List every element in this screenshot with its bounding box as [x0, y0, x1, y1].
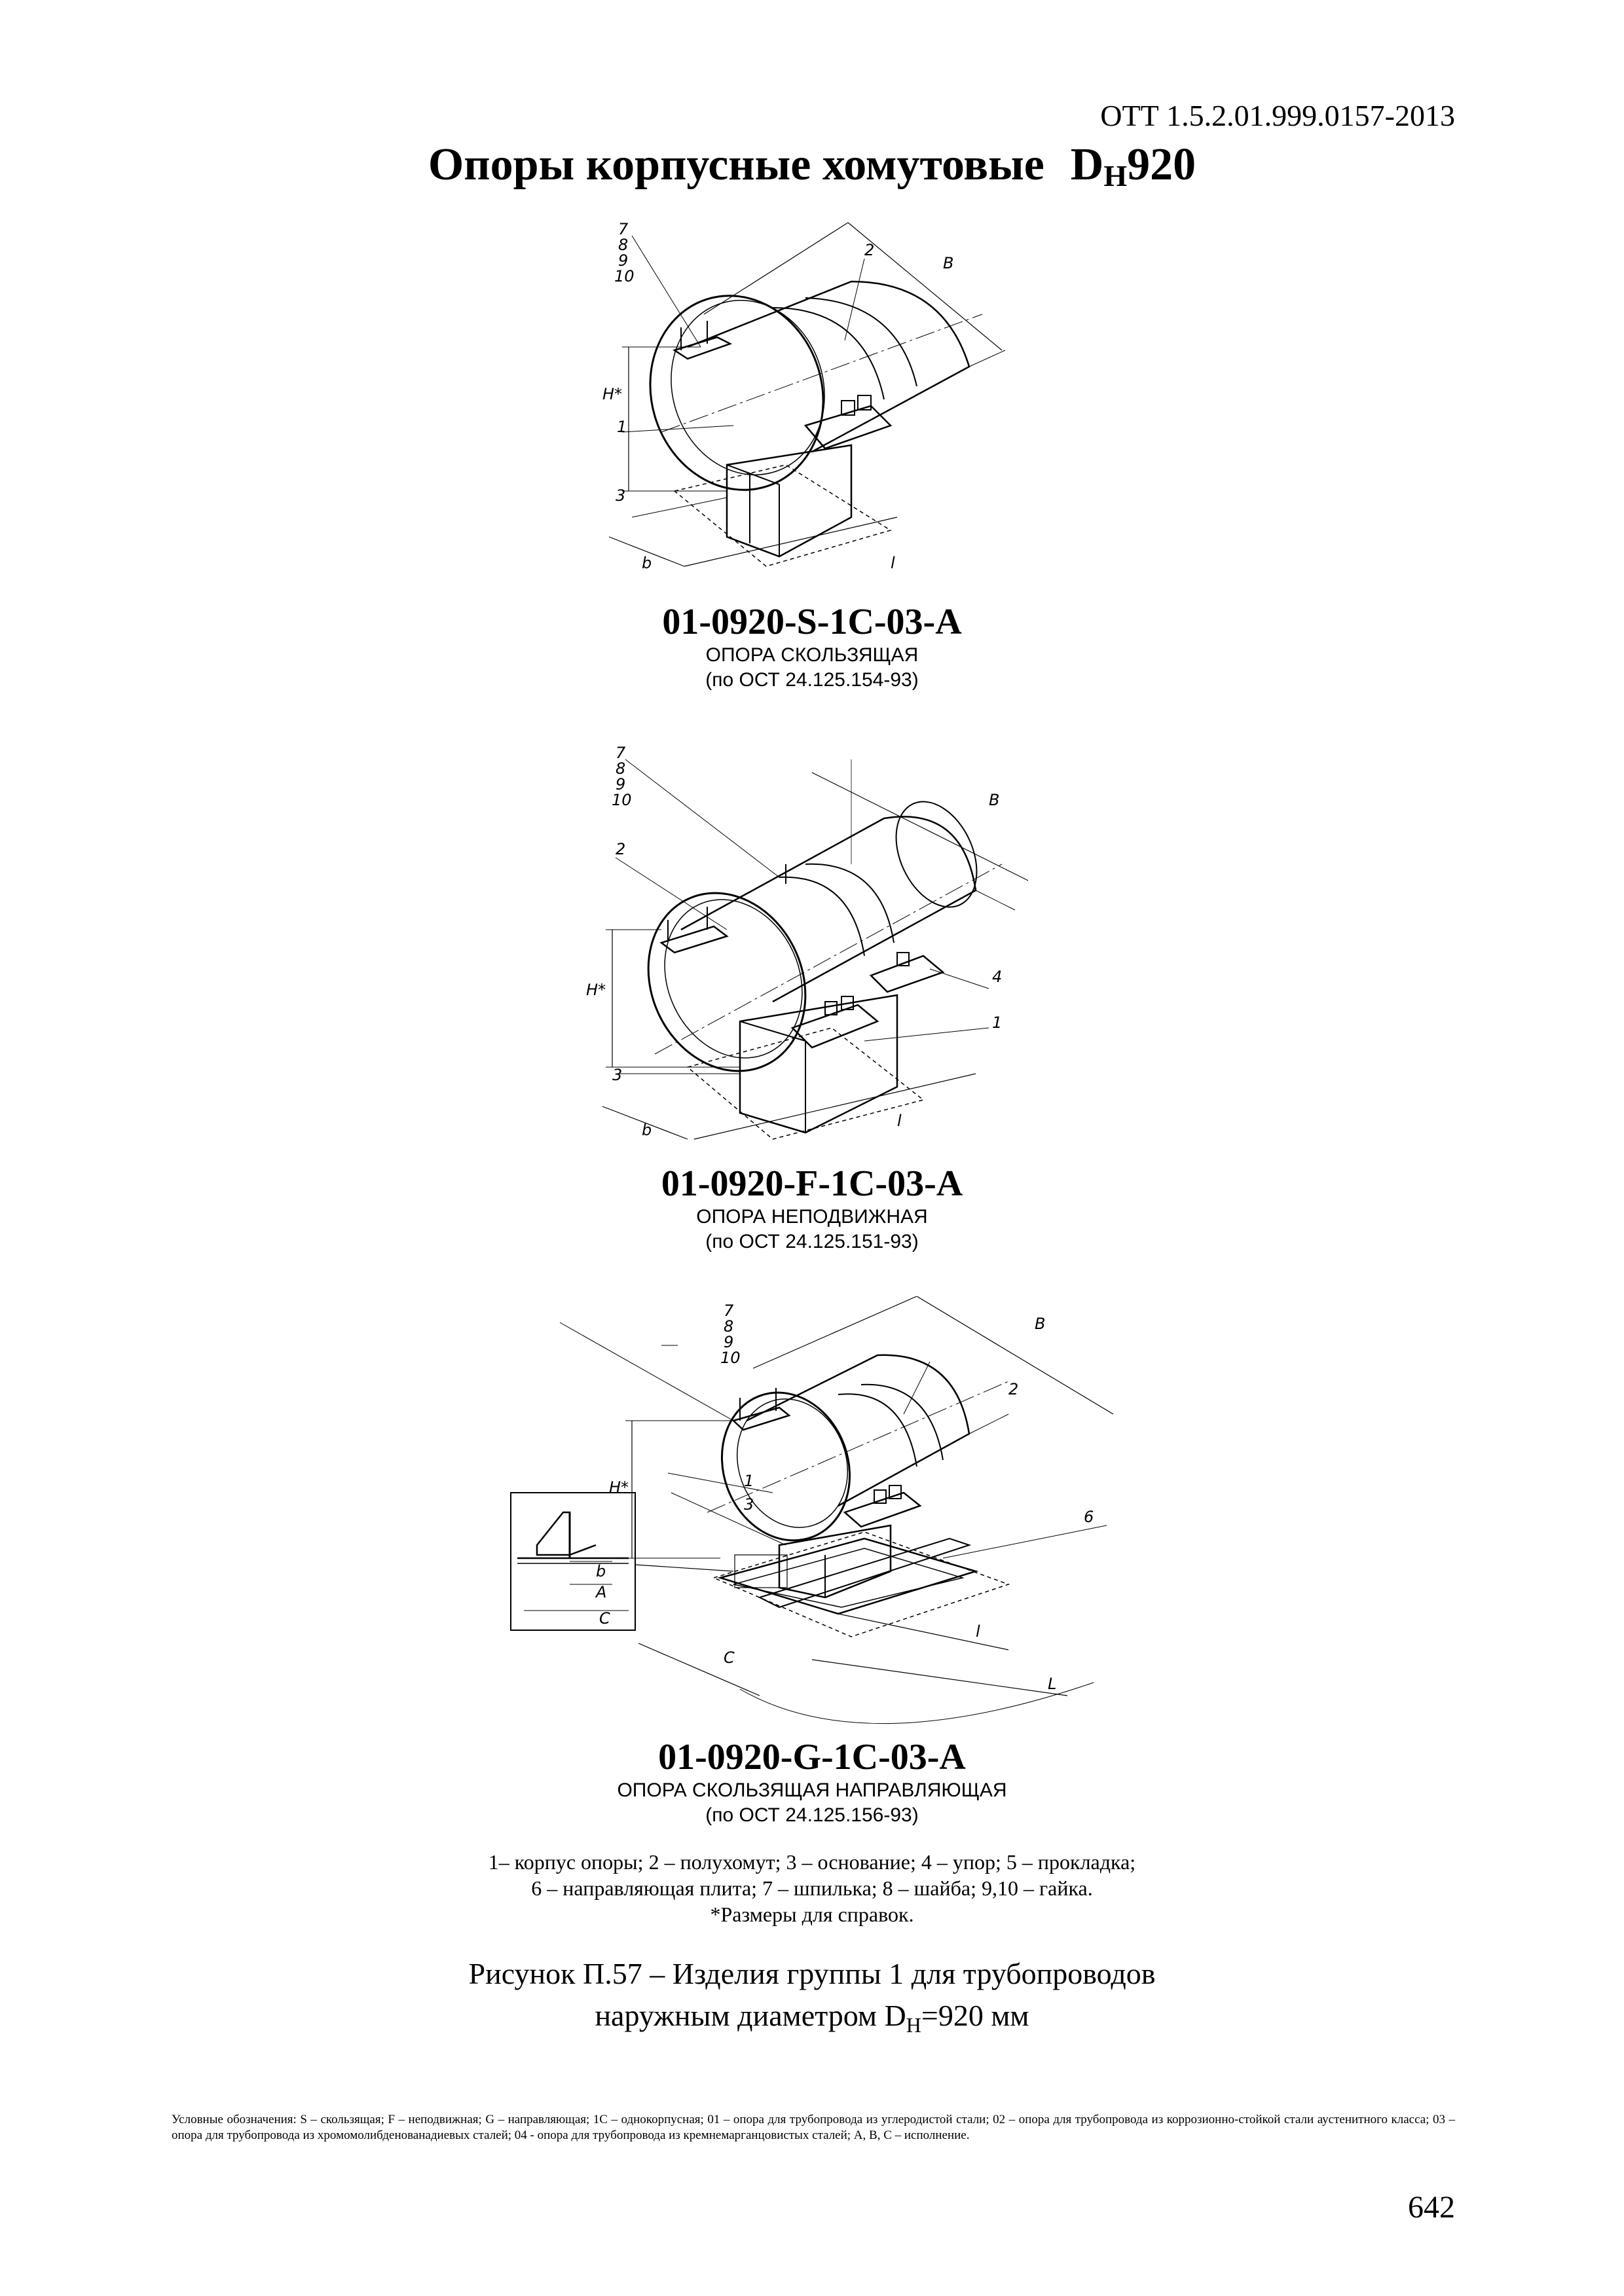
- figure-1-standard: (по ОСТ 24.125.154-93): [705, 669, 919, 691]
- figure-caption-line-2: наружным диаметром DH=920 мм: [595, 1999, 1029, 2037]
- label-7: 7: [724, 1302, 734, 1320]
- label-l: l: [976, 1622, 980, 1641]
- clamp-flange: [803, 405, 893, 450]
- pipe-body: [680, 816, 977, 1003]
- label-3: 3: [744, 1495, 754, 1514]
- base-plate-outline: [712, 1531, 1010, 1637]
- detail-label-C: C: [599, 1609, 610, 1628]
- pipe-far-end: [895, 801, 978, 908]
- support-body: [726, 444, 853, 558]
- guide-plate: [717, 1537, 979, 1615]
- label-4: 4: [992, 968, 1002, 986]
- figure-1-code: 01-0920-S-1C-03-A: [662, 602, 962, 642]
- label-b: b: [642, 554, 652, 572]
- detail-view-frame: [510, 1492, 636, 1631]
- label-C: C: [724, 1649, 735, 1667]
- nut: [874, 1489, 887, 1504]
- detail-weld-profile: [536, 1511, 571, 1556]
- label-3: 3: [616, 486, 625, 505]
- label-l: l: [891, 554, 895, 572]
- label-H: H*: [609, 1478, 629, 1497]
- label-10: 10: [614, 267, 635, 285]
- pipe-body: [687, 280, 970, 453]
- label-B: B: [1035, 1315, 1045, 1333]
- label-2: 2: [864, 241, 874, 259]
- nut: [896, 952, 910, 966]
- label-7: 7: [618, 220, 629, 238]
- label-10: 10: [720, 1349, 741, 1367]
- legend-line-1: 1– корпус опоры; 2 – полухомут; 3 – осно…: [488, 1850, 1136, 1874]
- clamp-band: [772, 307, 885, 400]
- pipe-front-end: [720, 1391, 851, 1542]
- clamp-flange: [843, 1491, 922, 1528]
- nut: [841, 400, 855, 416]
- label-3: 3: [612, 1066, 622, 1084]
- label-2: 2: [1008, 1380, 1018, 1398]
- drawing-guided-support: 7 8 9 10 B 2 H* 1 3 6 b A C C l L: [510, 1296, 1114, 1724]
- clamp-band: [838, 1393, 917, 1467]
- page-title: Опоры корпусные хомутовые DH920: [0, 139, 1624, 193]
- drawing-fixed-support: 7 8 9 10 B 2 4 1 H* 3 b l: [586, 744, 1028, 1140]
- pipe-front-end: [647, 892, 807, 1072]
- stud-bracket: [673, 336, 733, 360]
- figure-2-standard: (по ОСТ 24.125.151-93): [705, 1231, 919, 1252]
- nut: [824, 1001, 838, 1015]
- label-8: 8: [616, 759, 625, 778]
- title-text: Опоры корпусные хомутовые: [428, 139, 1044, 190]
- label-H: H*: [586, 981, 606, 999]
- support-body: [778, 1524, 892, 1599]
- stop-lug: [869, 955, 945, 993]
- figure-3-standard: (по ОСТ 24.125.156-93): [705, 1804, 919, 1826]
- footnote: Условные обозначения: S – скользящая; F …: [172, 2113, 1455, 2142]
- label-6: 6: [1084, 1508, 1094, 1526]
- stud-bracket: [659, 925, 729, 954]
- label-9: 9: [724, 1333, 733, 1351]
- label-1: 1: [617, 418, 627, 436]
- label-B: B: [989, 791, 999, 809]
- figure-3-name: ОПОРА СКОЛЬЗЯЩАЯ НАПРАВЛЯЮЩАЯ: [617, 1779, 1007, 1801]
- support-body: [739, 994, 898, 1134]
- label-H: H*: [602, 385, 622, 403]
- guide-rail: [758, 1537, 972, 1609]
- clamp-flange: [790, 1004, 879, 1049]
- figure-2-name: ОПОРА НЕПОДВИЖНАЯ: [696, 1206, 928, 1228]
- detail-callout-box: [734, 1554, 788, 1588]
- label-l: l: [897, 1112, 902, 1130]
- label-9: 9: [618, 251, 628, 270]
- base-plate-outline: [673, 464, 892, 567]
- label-B: B: [943, 254, 953, 272]
- legend-line-3: *Размеры для справок.: [710, 1903, 914, 1926]
- nut: [857, 395, 872, 410]
- title-diameter: DH920: [1070, 139, 1196, 192]
- detail-label-b: b: [596, 1562, 606, 1580]
- legend-line-2: 6 – направляющая плита; 7 – шпилька; 8 –…: [531, 1876, 1093, 1900]
- label-8: 8: [618, 236, 628, 254]
- pipe-body: [746, 1354, 970, 1507]
- page-number: 642: [1408, 2190, 1455, 2225]
- stud-bracket: [731, 1406, 791, 1431]
- pipe-front-end: [649, 295, 824, 491]
- nut: [889, 1485, 902, 1499]
- detail-label-A: A: [595, 1583, 606, 1601]
- label-b: b: [642, 1121, 652, 1139]
- drawing-sliding-support: 7 8 9 10 B 2 H* 1 3 b l: [602, 220, 1006, 572]
- figure-caption-line-1: Рисунок П.57 – Изделия группы 1 для труб…: [468, 1957, 1156, 1990]
- label-1: 1: [744, 1472, 754, 1490]
- label-10: 10: [612, 791, 632, 809]
- label-9: 9: [616, 775, 625, 793]
- label-2: 2: [616, 840, 625, 858]
- figure-1-name: ОПОРА СКОЛЬЗЯЩАЯ: [705, 644, 919, 666]
- nut: [841, 996, 854, 1010]
- label-8: 8: [724, 1317, 733, 1336]
- label-1: 1: [992, 1013, 1002, 1032]
- label-L: L: [1048, 1675, 1056, 1693]
- document-id: ОТТ 1.5.2.01.999.0157-2013: [1100, 99, 1455, 132]
- figure-3-code: 01-0920-G-1C-03-A: [658, 1737, 966, 1777]
- label-7: 7: [616, 744, 626, 762]
- figure-2-code: 01-0920-F-1C-03-A: [661, 1163, 963, 1204]
- clamp-band: [779, 876, 865, 957]
